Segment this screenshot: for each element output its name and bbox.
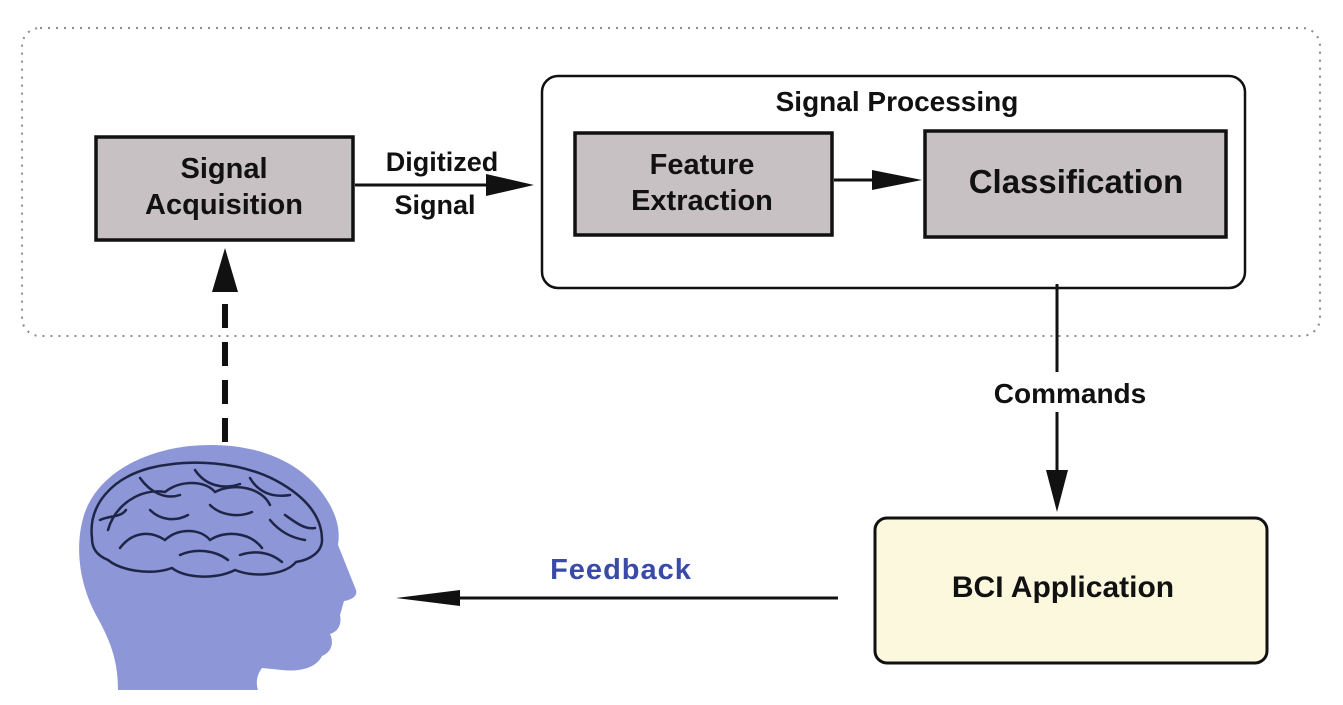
- brain-signal-arrowhead: [212, 248, 238, 292]
- commands-label: Commands: [994, 378, 1146, 409]
- feedback-edge: Feedback: [396, 554, 838, 606]
- feature-to-classification-arrowhead: [872, 170, 922, 190]
- signal-acquisition-box: [94, 135, 355, 242]
- digitized-signal-edge: Digitized Signal: [355, 147, 534, 220]
- signal-acquisition-label-line2: Acquisition: [145, 189, 303, 221]
- commands-edge: Commands: [962, 284, 1178, 512]
- bci-application-node: BCI Application: [873, 516, 1269, 665]
- feature-to-classification-edge: [834, 170, 922, 190]
- head-silhouette: [79, 444, 357, 690]
- signal-acquisition-node: Signal Acquisition: [94, 135, 355, 242]
- feature-extraction-label-line2: Extraction: [631, 185, 773, 217]
- bci-application-box: [873, 516, 1269, 665]
- brain-signal-edge: [212, 248, 238, 442]
- digitized-signal-label-line1: Digitized: [386, 147, 499, 177]
- feature-extraction-label-line1: Feature: [650, 149, 755, 181]
- bci-application-label: BCI Application: [952, 571, 1174, 604]
- classification-node: Classification: [923, 129, 1228, 239]
- feedback-label: Feedback: [550, 554, 692, 586]
- digitized-signal-label-line2: Signal: [394, 190, 475, 220]
- signal-acquisition-label-line1: Signal: [180, 153, 267, 185]
- signal-processing-title: Signal Processing: [776, 86, 1019, 117]
- feature-extraction-box: [573, 131, 834, 237]
- digitized-signal-arrowhead: [486, 174, 534, 196]
- classification-box: [923, 129, 1228, 239]
- commands-label-bg: [962, 372, 1178, 412]
- head-icon: [79, 444, 357, 690]
- system-boundary: [21, 27, 1321, 337]
- brain-icon: [90, 461, 324, 578]
- commands-arrowhead: [1046, 470, 1068, 512]
- feedback-arrowhead: [396, 590, 460, 606]
- classification-label: Classification: [969, 163, 1184, 200]
- feature-extraction-node: Feature Extraction: [573, 131, 834, 237]
